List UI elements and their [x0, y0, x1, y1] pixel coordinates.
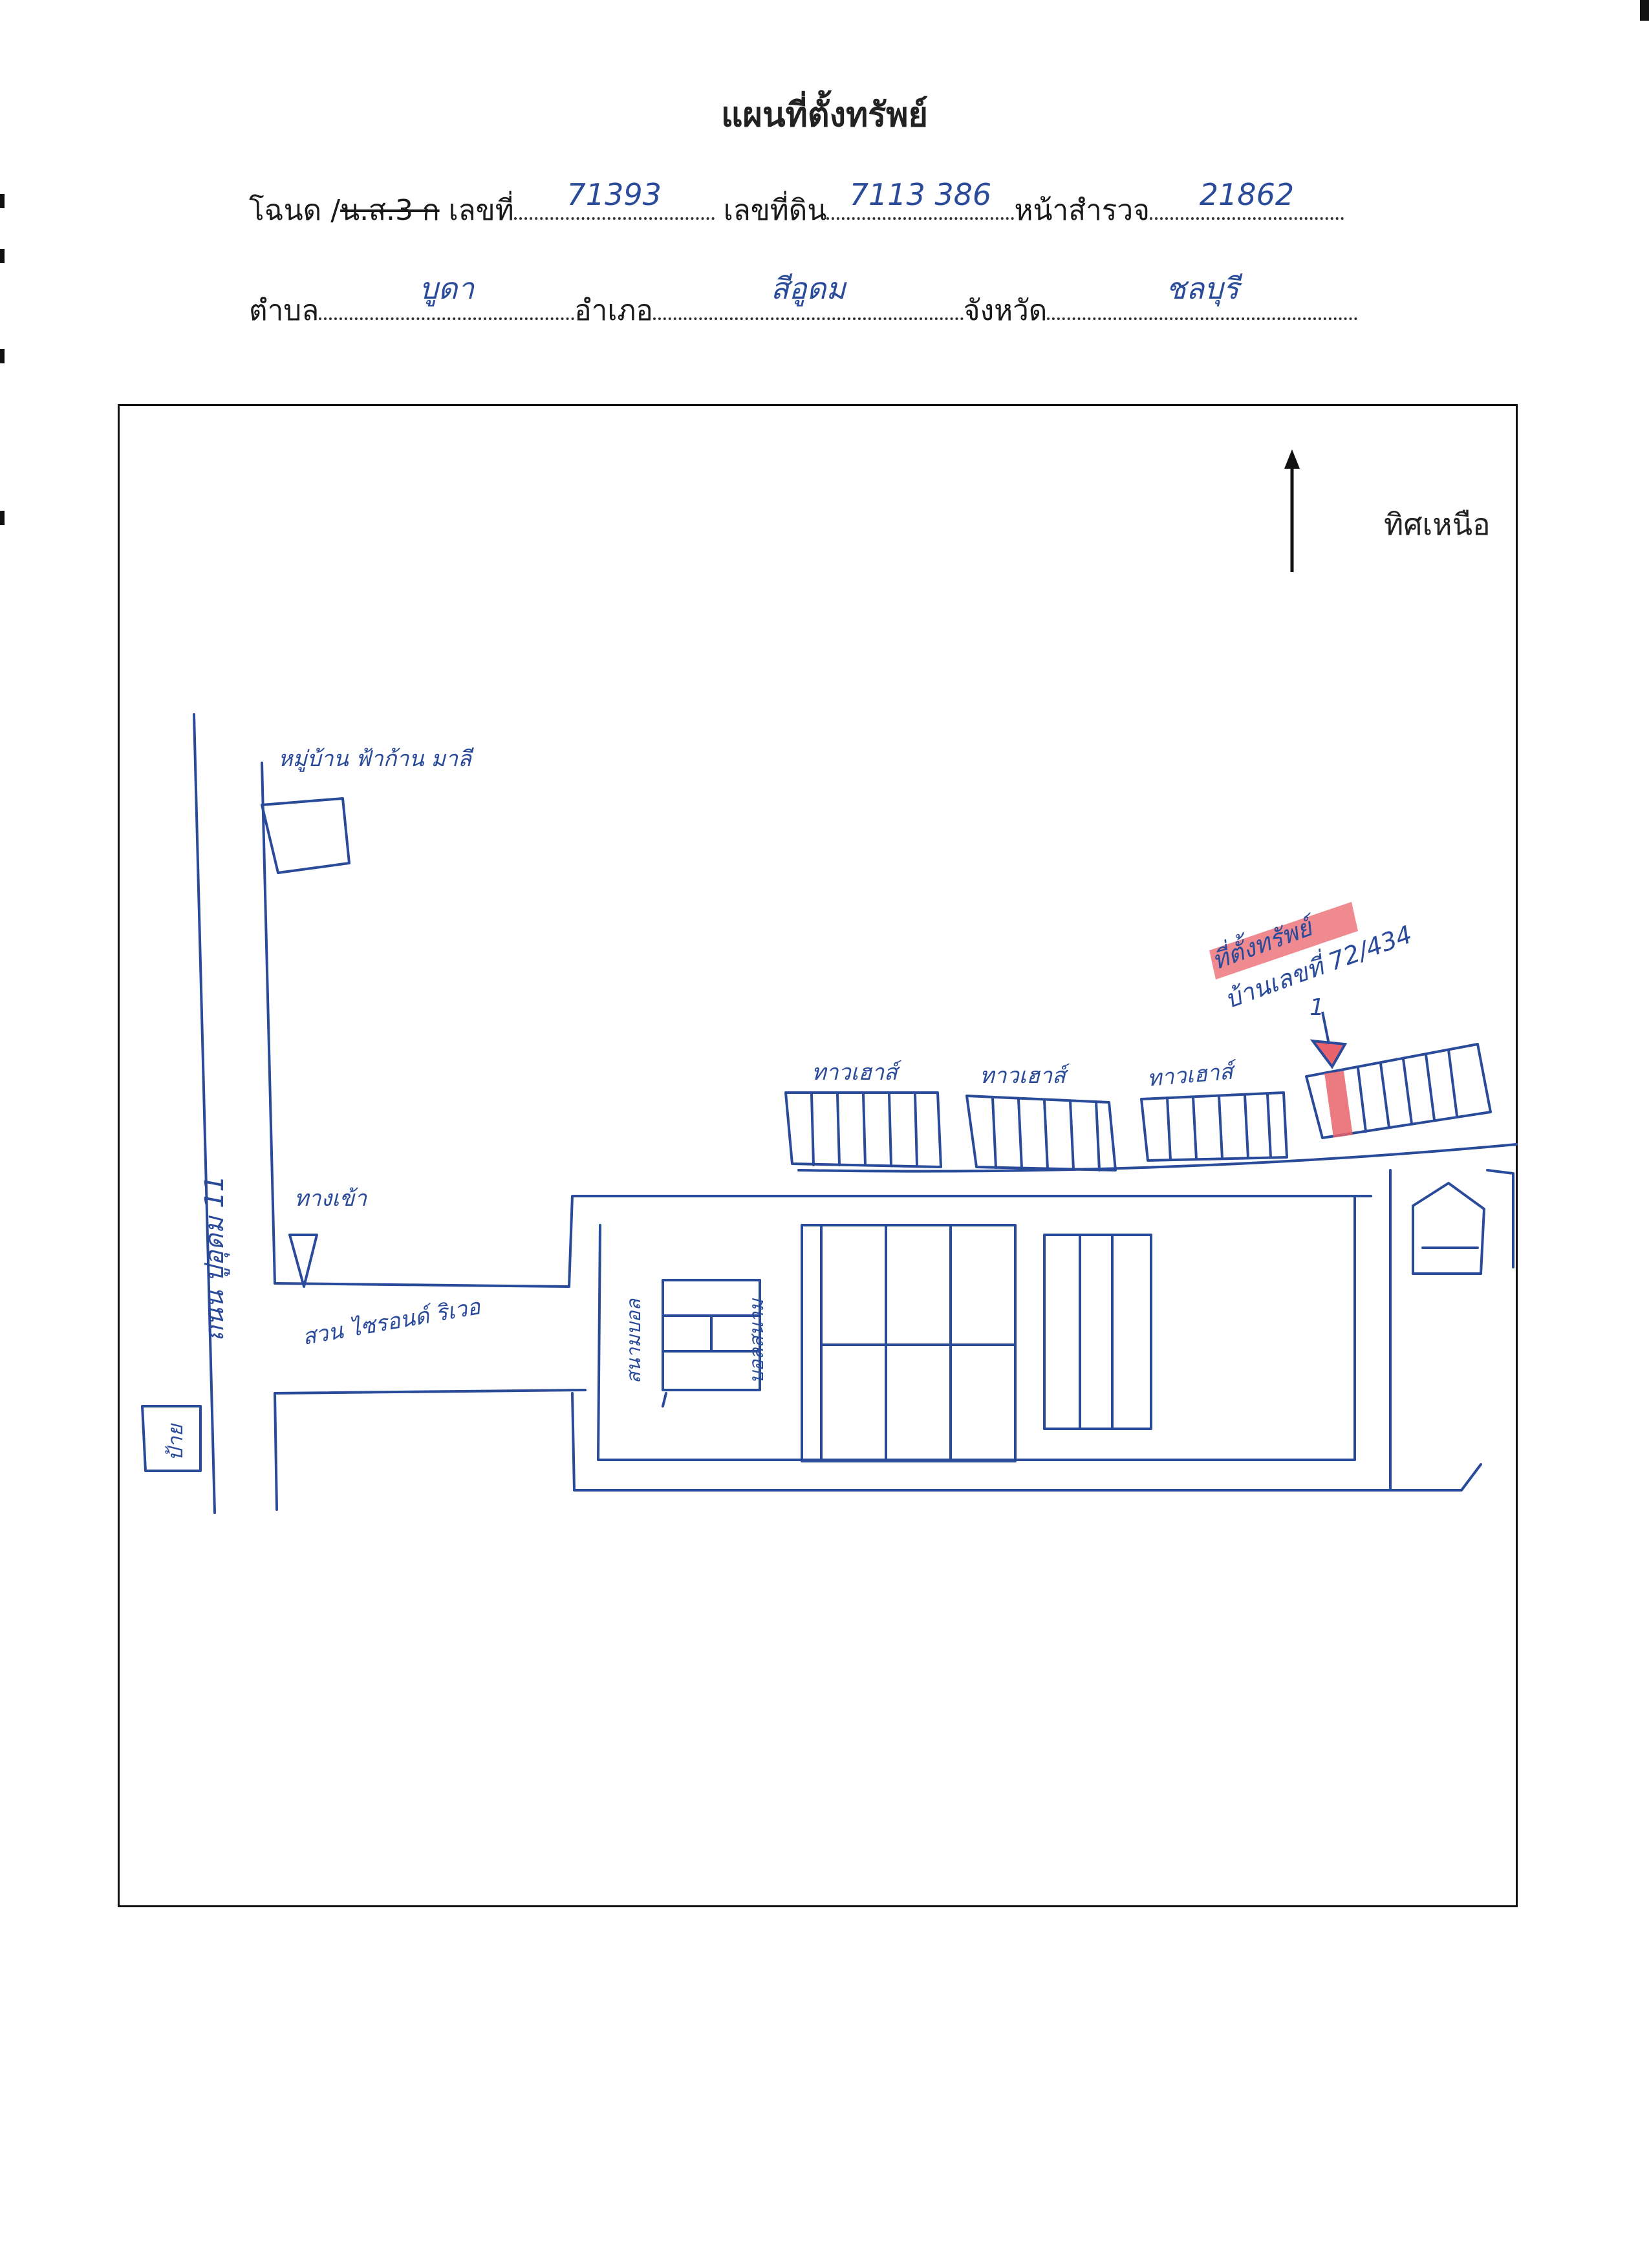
survey-page-field: 21862: [1149, 177, 1344, 220]
townhouse-row-frontage: [797, 1143, 1518, 1173]
province-label: จังหวัด: [963, 294, 1048, 327]
land-no-value: 7113 386: [849, 177, 992, 212]
side-sign-box: [141, 1405, 202, 1472]
shop-building: [261, 797, 350, 874]
scan-margin-mark: [0, 349, 5, 363]
map-frame: [118, 404, 1518, 1907]
townhouse-row-2: [965, 1095, 1117, 1171]
pool-label-1: สนามบอล: [623, 1298, 645, 1384]
scan-margin-mark: [0, 249, 5, 263]
gate-label: ทางเข้า: [294, 1186, 367, 1212]
shop-label: หมู่บ้าน ฟ้าก้าน มาลี: [278, 746, 475, 772]
pool-court: [662, 1279, 761, 1391]
number-label: เลขที่: [448, 194, 514, 227]
target-pointer-icon: [1310, 1039, 1348, 1069]
townhouse-row-1: [784, 1091, 942, 1168]
townhouse-row-3: [1140, 1091, 1288, 1162]
deed-type-struck: น.ส.3 ก: [340, 194, 440, 227]
main-road-east-edge-lower: [274, 1392, 278, 1511]
land-no-label: เลขที่ดิน: [723, 194, 827, 227]
subdistrict-value: บูดา: [419, 271, 475, 306]
marker-number: 1: [1310, 994, 1324, 1021]
pool-label-2: บอลสนาม: [746, 1298, 768, 1384]
target-unit-highlight: [1324, 1071, 1353, 1138]
scan-margin-mark: [0, 511, 5, 525]
district-field: สีอูดม: [652, 271, 964, 320]
survey-page-label: หน้าสำรวจ: [1014, 194, 1150, 227]
form-line-deed: โฉนด /น.ส.3 ก เลขที่ 71393 เลขที่ดิน 7113 …: [249, 177, 1344, 233]
subdistrict-field: บูดา: [319, 271, 575, 320]
form-line-location: ตำบล บูดาอำเภอ สีอูดมจังหวัด ชลบุรี: [249, 271, 1358, 333]
row-1-label: ทาวเฮาส์: [812, 1060, 902, 1086]
soi-road-south-edge: [274, 1389, 587, 1395]
row-2-label: ทาวเฮาส์: [980, 1063, 1070, 1089]
soi-road-north-edge: [274, 1195, 1372, 1288]
number-field: 71393: [513, 177, 715, 220]
number-value: 71393: [566, 177, 662, 212]
main-road-east-edge: [261, 762, 276, 1285]
block-a: [801, 1224, 1017, 1462]
lake-label: สวน ไซรอนด์ ริเวอ: [301, 1294, 484, 1351]
scan-margin-mark: [0, 194, 5, 208]
townhouse-row-4: [1305, 1043, 1492, 1139]
subdistrict-label: ตำบล: [249, 294, 319, 327]
scan-corner-mark: [1640, 0, 1649, 21]
page-title: แผนที่ตั้งทรัพย์: [721, 95, 928, 134]
main-road-west-edge: [193, 713, 216, 1514]
deed-label: โฉนด /: [249, 194, 341, 227]
north-arrow-icon: [1284, 449, 1300, 572]
block-b: [1043, 1234, 1152, 1430]
neighbour-house-icon: [1412, 1182, 1485, 1275]
road-label: ถนน ปูอุดม 11: [200, 1175, 230, 1342]
target-label-highlight: [1209, 902, 1358, 979]
side-sign-label: ป้าย: [163, 1423, 188, 1461]
gate-marker-icon: [288, 1234, 318, 1288]
district-label: อำเภอ: [574, 294, 653, 327]
north-label: ทิศเหนือ: [1384, 507, 1491, 542]
land-no-field: 7113 386: [826, 177, 1015, 220]
province-value: ชลบุรี: [1165, 271, 1240, 306]
row-3-label: ทาวเฮาส์: [1146, 1058, 1238, 1092]
district-value: สีอูดม: [770, 271, 846, 306]
province-field: ชลบุรี: [1047, 271, 1358, 320]
estate-south-boundary: [571, 1392, 1482, 1492]
survey-page-value: 21862: [1199, 177, 1295, 212]
